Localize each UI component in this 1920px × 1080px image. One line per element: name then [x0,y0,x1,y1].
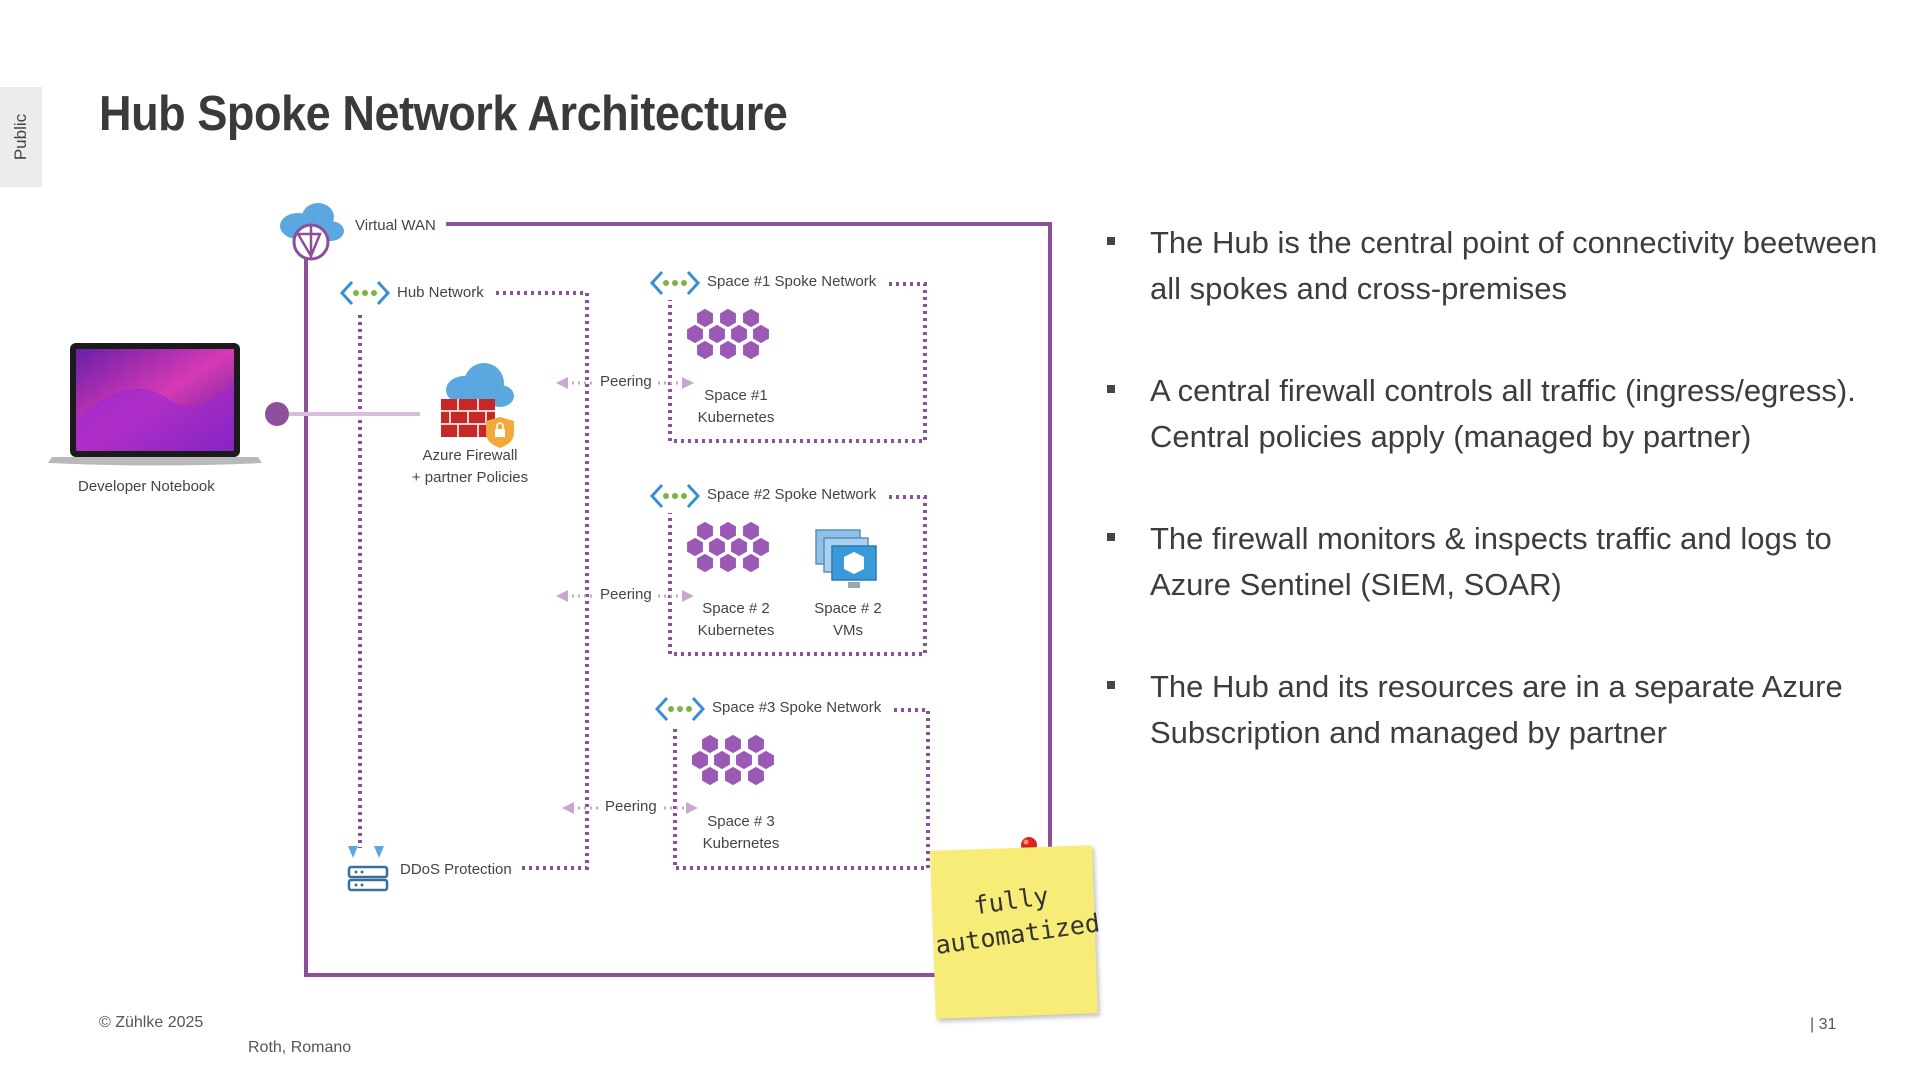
bullet-text: A central firewall controls all traffic … [1150,373,1856,454]
bullet-item: A central firewall controls all traffic … [1100,368,1890,460]
peering3-right-arrow [686,802,698,814]
bullet-item: The Hub is the central point of connecti… [1100,220,1890,312]
virtual-wan-frame-top [446,222,1052,850]
virtual-wan-icon [280,203,344,261]
firewall-caption-line2: + partner Policies [411,469,529,486]
spoke2-vm-line2: VMs [833,622,863,639]
peering2-right-arrow [682,590,694,602]
spoke3-boundary [673,708,930,870]
firewall-icon [441,363,514,448]
spoke3-title: Space #3 Spoke Network [712,699,882,716]
spoke3-kubernetes-icon [690,733,776,787]
firewall-caption: Azure Firewall + partner Policies [405,445,535,489]
notebook-connection-dot [265,402,289,426]
spoke3-k8s-caption: Space # 3 Kubernetes [691,811,791,855]
spoke1-kubernetes-icon [685,307,771,361]
firewall-caption-line1: Azure Firewall [422,447,518,464]
bullet-marker [1107,681,1115,689]
sticky-note: fully automatized [930,845,1102,1019]
bullet-marker [1107,237,1115,245]
spoke2-vm-caption: Space # 2 VMs [808,598,888,642]
public-classification-tab: Public [0,87,42,187]
vnet-icon-spoke2 [649,483,701,509]
spoke1-boundary [668,282,927,443]
spoke1-k8s-line1: Space #1 [704,387,768,404]
peering3-left-arrow [562,802,574,814]
page-number: | 31 [1810,1016,1837,1033]
spoke2-k8s-line2: Kubernetes [697,622,775,639]
bullet-text: The Hub and its resources are in a separ… [1150,669,1843,750]
bullet-marker [1107,385,1115,393]
spoke2-boundary [668,495,927,656]
spoke1-title: Space #1 Spoke Network [707,273,877,290]
hub-network-boundary [496,291,589,870]
peering1-left-arrow [556,377,568,389]
sticky-note-text: fully automatized [933,881,1102,960]
vnet-icon-hub [339,280,391,306]
virtual-wan-frame-left [304,248,936,977]
spoke3-k8s-line1: Space # 3 [707,813,775,830]
virtual-wan-label: Virtual WAN [355,217,436,234]
footer-author: Roth, Romano [248,1039,352,1056]
spoke2-k8s-caption: Space # 2 Kubernetes [686,598,786,642]
ddos-protection-icon [347,846,389,892]
peering1-right-arrow [682,377,694,389]
spoke1-k8s-line2: Kubernetes [697,409,775,426]
footer-copyright: © Zühlke 2025 [99,1014,204,1031]
spoke2-vm-line1: Space # 2 [814,600,882,617]
ddos-label: DDoS Protection [400,861,512,878]
vnet-icon-spoke1 [649,270,701,296]
bullet-item: The Hub and its resources are in a separ… [1100,664,1890,756]
spoke3-k8s-line2: Kubernetes [702,835,780,852]
bullet-item: The firewall monitors & inspects traffic… [1100,516,1890,608]
slide-title: Hub Spoke Network Architecture [99,87,788,141]
spoke2-kubernetes-icon [685,520,771,574]
peering2-label: Peering [600,586,652,603]
vnet-icon-spoke3 [654,696,706,722]
spoke2-k8s-line1: Space # 2 [702,600,770,617]
developer-notebook-label: Developer Notebook [78,478,215,495]
bullet-text: The Hub is the central point of connecti… [1150,225,1878,306]
spoke1-k8s-caption: Space #1 Kubernetes [686,385,786,429]
bullet-marker [1107,533,1115,541]
peering3-label: Peering [605,798,657,815]
peering2-left-arrow [556,590,568,602]
peering1-label: Peering [600,373,652,390]
hub-network-label: Hub Network [397,284,484,301]
bullet-text: The firewall monitors & inspects traffic… [1150,521,1832,602]
spoke2-title: Space #2 Spoke Network [707,486,877,503]
laptop-icon [48,343,262,466]
vm-icon [815,529,877,588]
bullet-list: The Hub is the central point of connecti… [1100,220,1890,812]
